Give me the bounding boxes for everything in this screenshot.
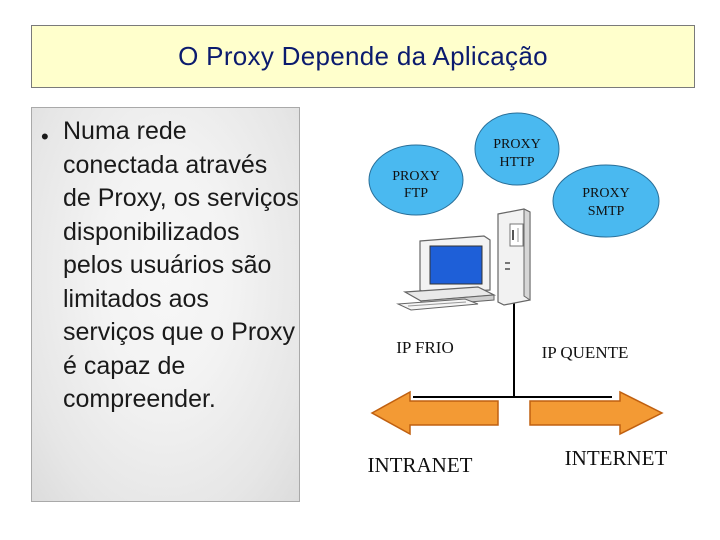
proxy-smtp-line2: SMTP xyxy=(588,204,625,219)
proxy-smtp-bubble: PROXY SMTP xyxy=(553,165,659,237)
proxy-ftp-line1: PROXY xyxy=(392,169,439,184)
proxy-ftp-bubble: PROXY FTP xyxy=(369,145,463,215)
internet-label: INTERNET xyxy=(565,446,668,470)
proxy-ftp-line2: FTP xyxy=(404,186,428,201)
desktop-computer-icon xyxy=(398,236,494,310)
intranet-label: INTRANET xyxy=(368,453,473,477)
proxy-http-line2: HTTP xyxy=(500,155,535,170)
server-tower-icon xyxy=(498,209,530,305)
proxy-http-bubble: PROXY HTTP xyxy=(475,113,559,185)
ip-quente-label: IP QUENTE xyxy=(542,343,629,362)
internet-arrow-icon xyxy=(530,392,662,434)
ip-frio-label: IP FRIO xyxy=(396,338,453,357)
intranet-arrow-icon xyxy=(372,392,498,434)
proxy-smtp-line1: PROXY xyxy=(582,186,629,201)
proxy-http-line1: PROXY xyxy=(493,137,540,152)
